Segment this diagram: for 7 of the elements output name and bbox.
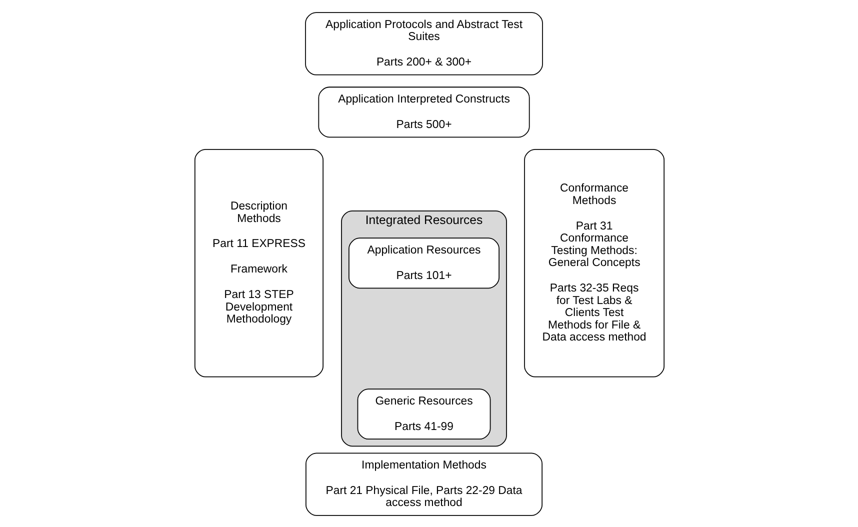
node-box: Application Resources Parts 101+ (348, 237, 499, 288)
node-box: Implementation Methods Part 21 Physical File, Parts 22-29 Data access method (305, 452, 542, 516)
node-box: Application Protocols and Abstract Test Suites Parts 200+ & 300+ (304, 12, 542, 75)
node-box: Generic Resources Parts 41-99 (356, 388, 490, 440)
node-box: Conformance Methods Part 31 Conformance Testing Methods: General Concepts Parts 32-35 Reqs for Test Labs & Clients Test Methods for File & Data access method (524, 148, 664, 377)
node-box: Application Interpreted Constructs Parts 500+ (318, 86, 530, 138)
node-box: Description Methods Part 11 EXPRESS Framework Part 13 STEP Development Methodology (194, 148, 323, 377)
